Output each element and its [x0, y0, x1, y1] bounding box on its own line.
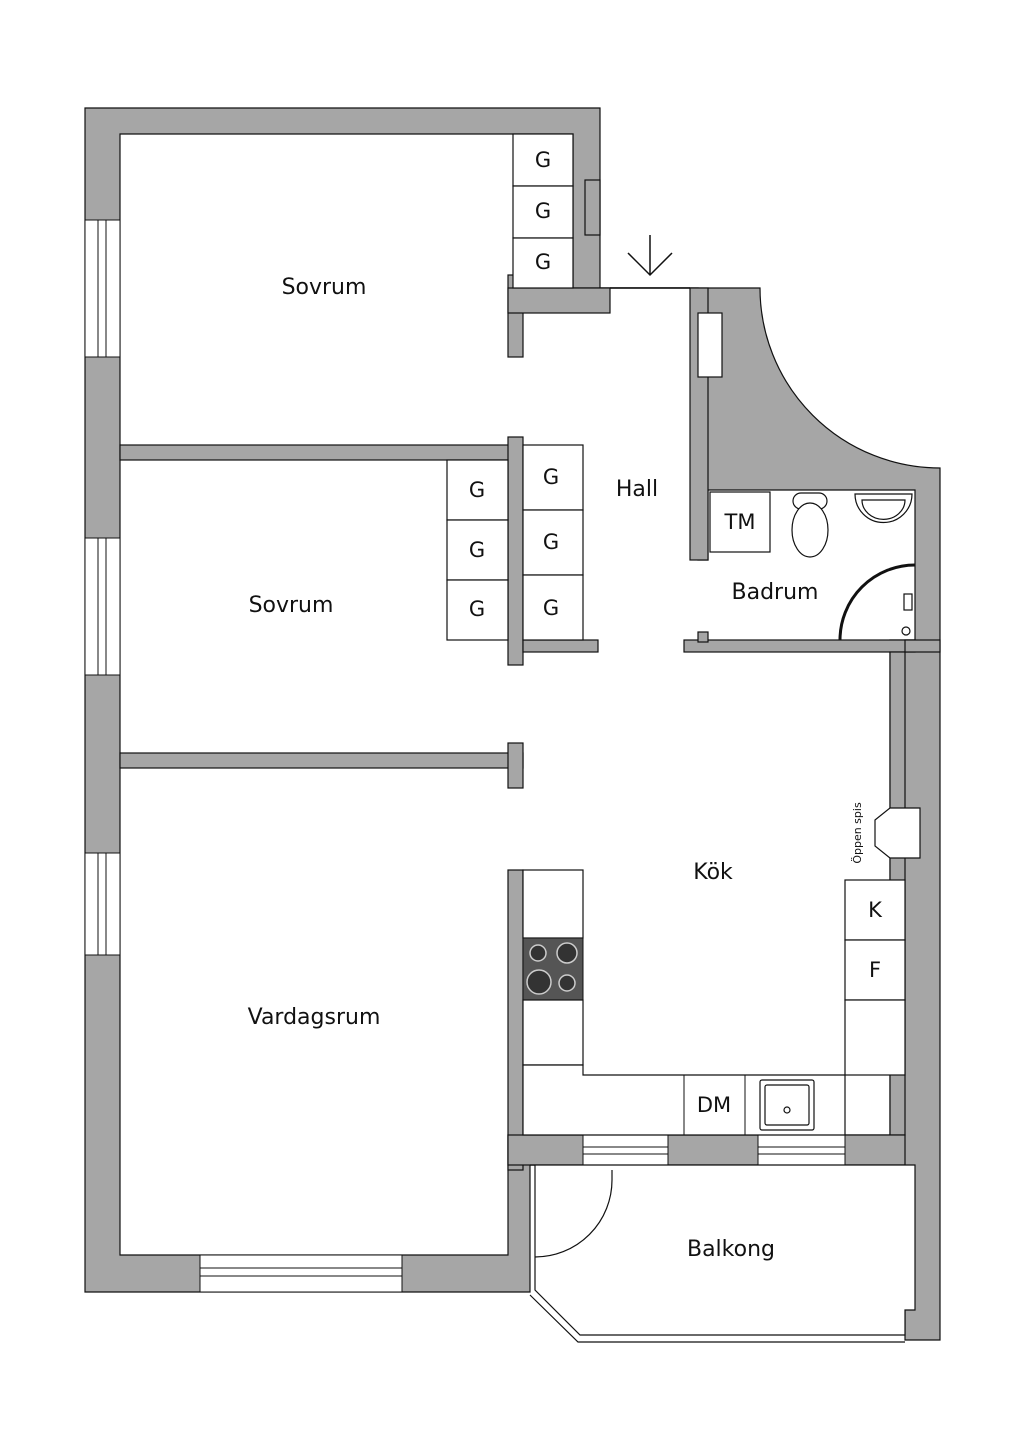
- svg-text:G: G: [535, 250, 551, 274]
- shower-icon: [838, 563, 916, 641]
- svg-text:K: K: [868, 898, 883, 922]
- room-label-bedroom-2: Sovrum: [249, 593, 334, 618]
- hall-niche: [697, 312, 723, 378]
- room-label-bathroom: Badrum: [732, 580, 819, 605]
- fireplace-icon: [874, 807, 921, 859]
- toilet-icon: [791, 502, 829, 558]
- entrance-arrow-icon: [627, 235, 673, 277]
- svg-text:G: G: [469, 538, 485, 562]
- wardrobes: G G G G G G G G G: [446, 133, 584, 641]
- windows: [84, 219, 846, 1293]
- room-label-living-room: Vardagsrum: [248, 1005, 381, 1030]
- room-label-bedroom-1: Sovrum: [282, 275, 367, 300]
- svg-text:DM: DM: [697, 1093, 731, 1117]
- washing-machine: [709, 491, 771, 553]
- fireplace-label: Öppen spis: [851, 802, 864, 864]
- sink-icon: [854, 493, 913, 524]
- svg-text:G: G: [543, 465, 559, 489]
- bathroom-fixtures: TM: [709, 491, 916, 641]
- svg-text:G: G: [535, 199, 551, 223]
- balcony-door[interactable]: [534, 1170, 613, 1258]
- svg-text:G: G: [543, 596, 559, 620]
- balcony-floor: [530, 1164, 916, 1336]
- kitchen-fixtures: DM K F: [522, 869, 906, 1136]
- wall-notch: [584, 179, 601, 236]
- svg-text:F: F: [869, 958, 881, 982]
- svg-text:G: G: [469, 478, 485, 502]
- svg-text:G: G: [469, 597, 485, 621]
- svg-text:G: G: [535, 148, 551, 172]
- freezer: [844, 939, 906, 1001]
- internal-walls: [119, 274, 941, 1171]
- svg-text:TM: TM: [724, 510, 756, 534]
- svg-text:G: G: [543, 530, 559, 554]
- room-label-hall: Hall: [616, 477, 658, 502]
- room-label-balcony: Balkong: [687, 1237, 775, 1262]
- room-label-kitchen: Kök: [693, 860, 733, 885]
